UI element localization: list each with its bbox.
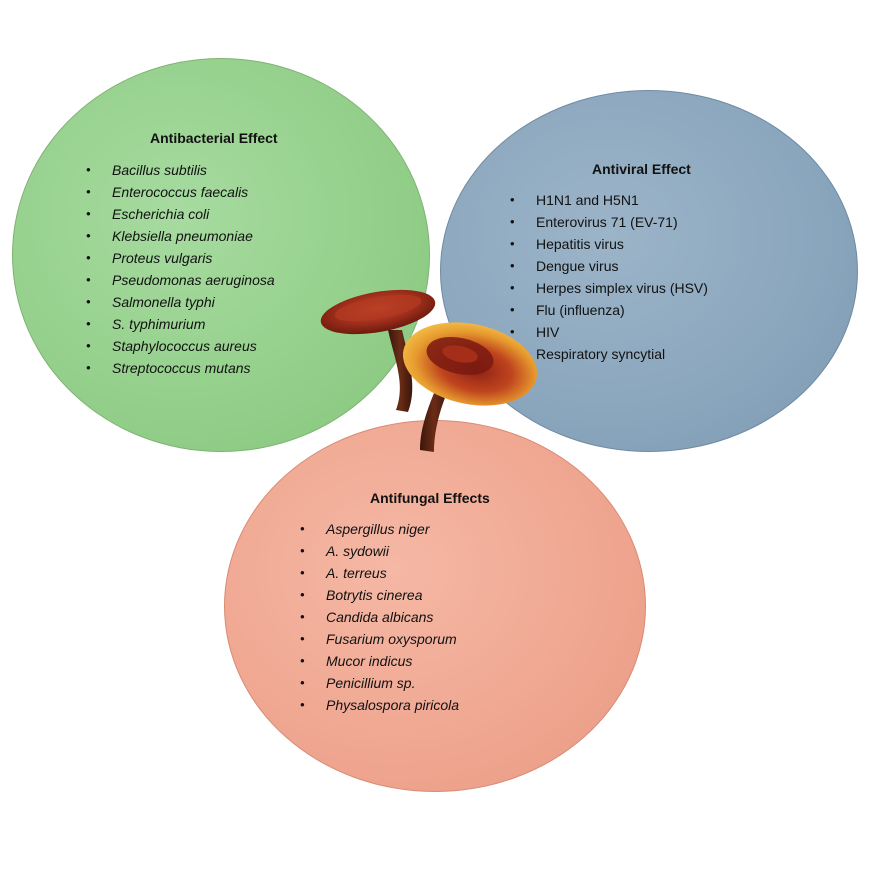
list-item: Escherichia coli xyxy=(86,203,275,225)
list-item: Dengue virus xyxy=(510,255,708,277)
list-item: Salmonella typhi xyxy=(86,291,275,313)
list-item: Fusarium oxysporum xyxy=(300,628,459,650)
list-item: Mucor indicus xyxy=(300,650,459,672)
list-item: Enterococcus faecalis xyxy=(86,181,275,203)
list-item: Penicillium sp. xyxy=(300,672,459,694)
list-item: A. terreus xyxy=(300,562,459,584)
list-item: Pseudomonas aeruginosa xyxy=(86,269,275,291)
list-item: Herpes simplex virus (HSV) xyxy=(510,277,708,299)
reishi-mushroom-icon xyxy=(320,289,538,452)
list-item: H1N1 and H5N1 xyxy=(510,189,708,211)
antiviral-title: Antiviral Effect xyxy=(592,161,691,177)
list-item: Bacillus subtilis xyxy=(86,159,275,181)
list-item: Staphylococcus aureus xyxy=(86,335,275,357)
list-item: Proteus vulgaris xyxy=(86,247,275,269)
antibacterial-list: Bacillus subtilisEnterococcus faecalisEs… xyxy=(86,159,275,379)
list-item: A. sydowii xyxy=(300,540,459,562)
antiviral-list: H1N1 and H5N1Enterovirus 71 (EV-71)Hepat… xyxy=(510,189,708,365)
antifungal-title: Antifungal Effects xyxy=(370,490,490,506)
list-item: Klebsiella pneumoniae xyxy=(86,225,275,247)
list-item: Enterovirus 71 (EV-71) xyxy=(510,211,708,233)
list-item: Hepatitis virus xyxy=(510,233,708,255)
antifungal-list: Aspergillus nigerA. sydowiiA. terreusBot… xyxy=(300,518,459,716)
list-item: Physalospora piricola xyxy=(300,694,459,716)
list-item: Botrytis cinerea xyxy=(300,584,459,606)
list-item: Flu (influenza) xyxy=(510,299,708,321)
list-item: Candida albicans xyxy=(300,606,459,628)
list-item: Aspergillus niger xyxy=(300,518,459,540)
antibacterial-title: Antibacterial Effect xyxy=(150,130,278,146)
list-item: Streptococcus mutans xyxy=(86,357,275,379)
list-item: HIV xyxy=(510,321,708,343)
list-item: S. typhimurium xyxy=(86,313,275,335)
